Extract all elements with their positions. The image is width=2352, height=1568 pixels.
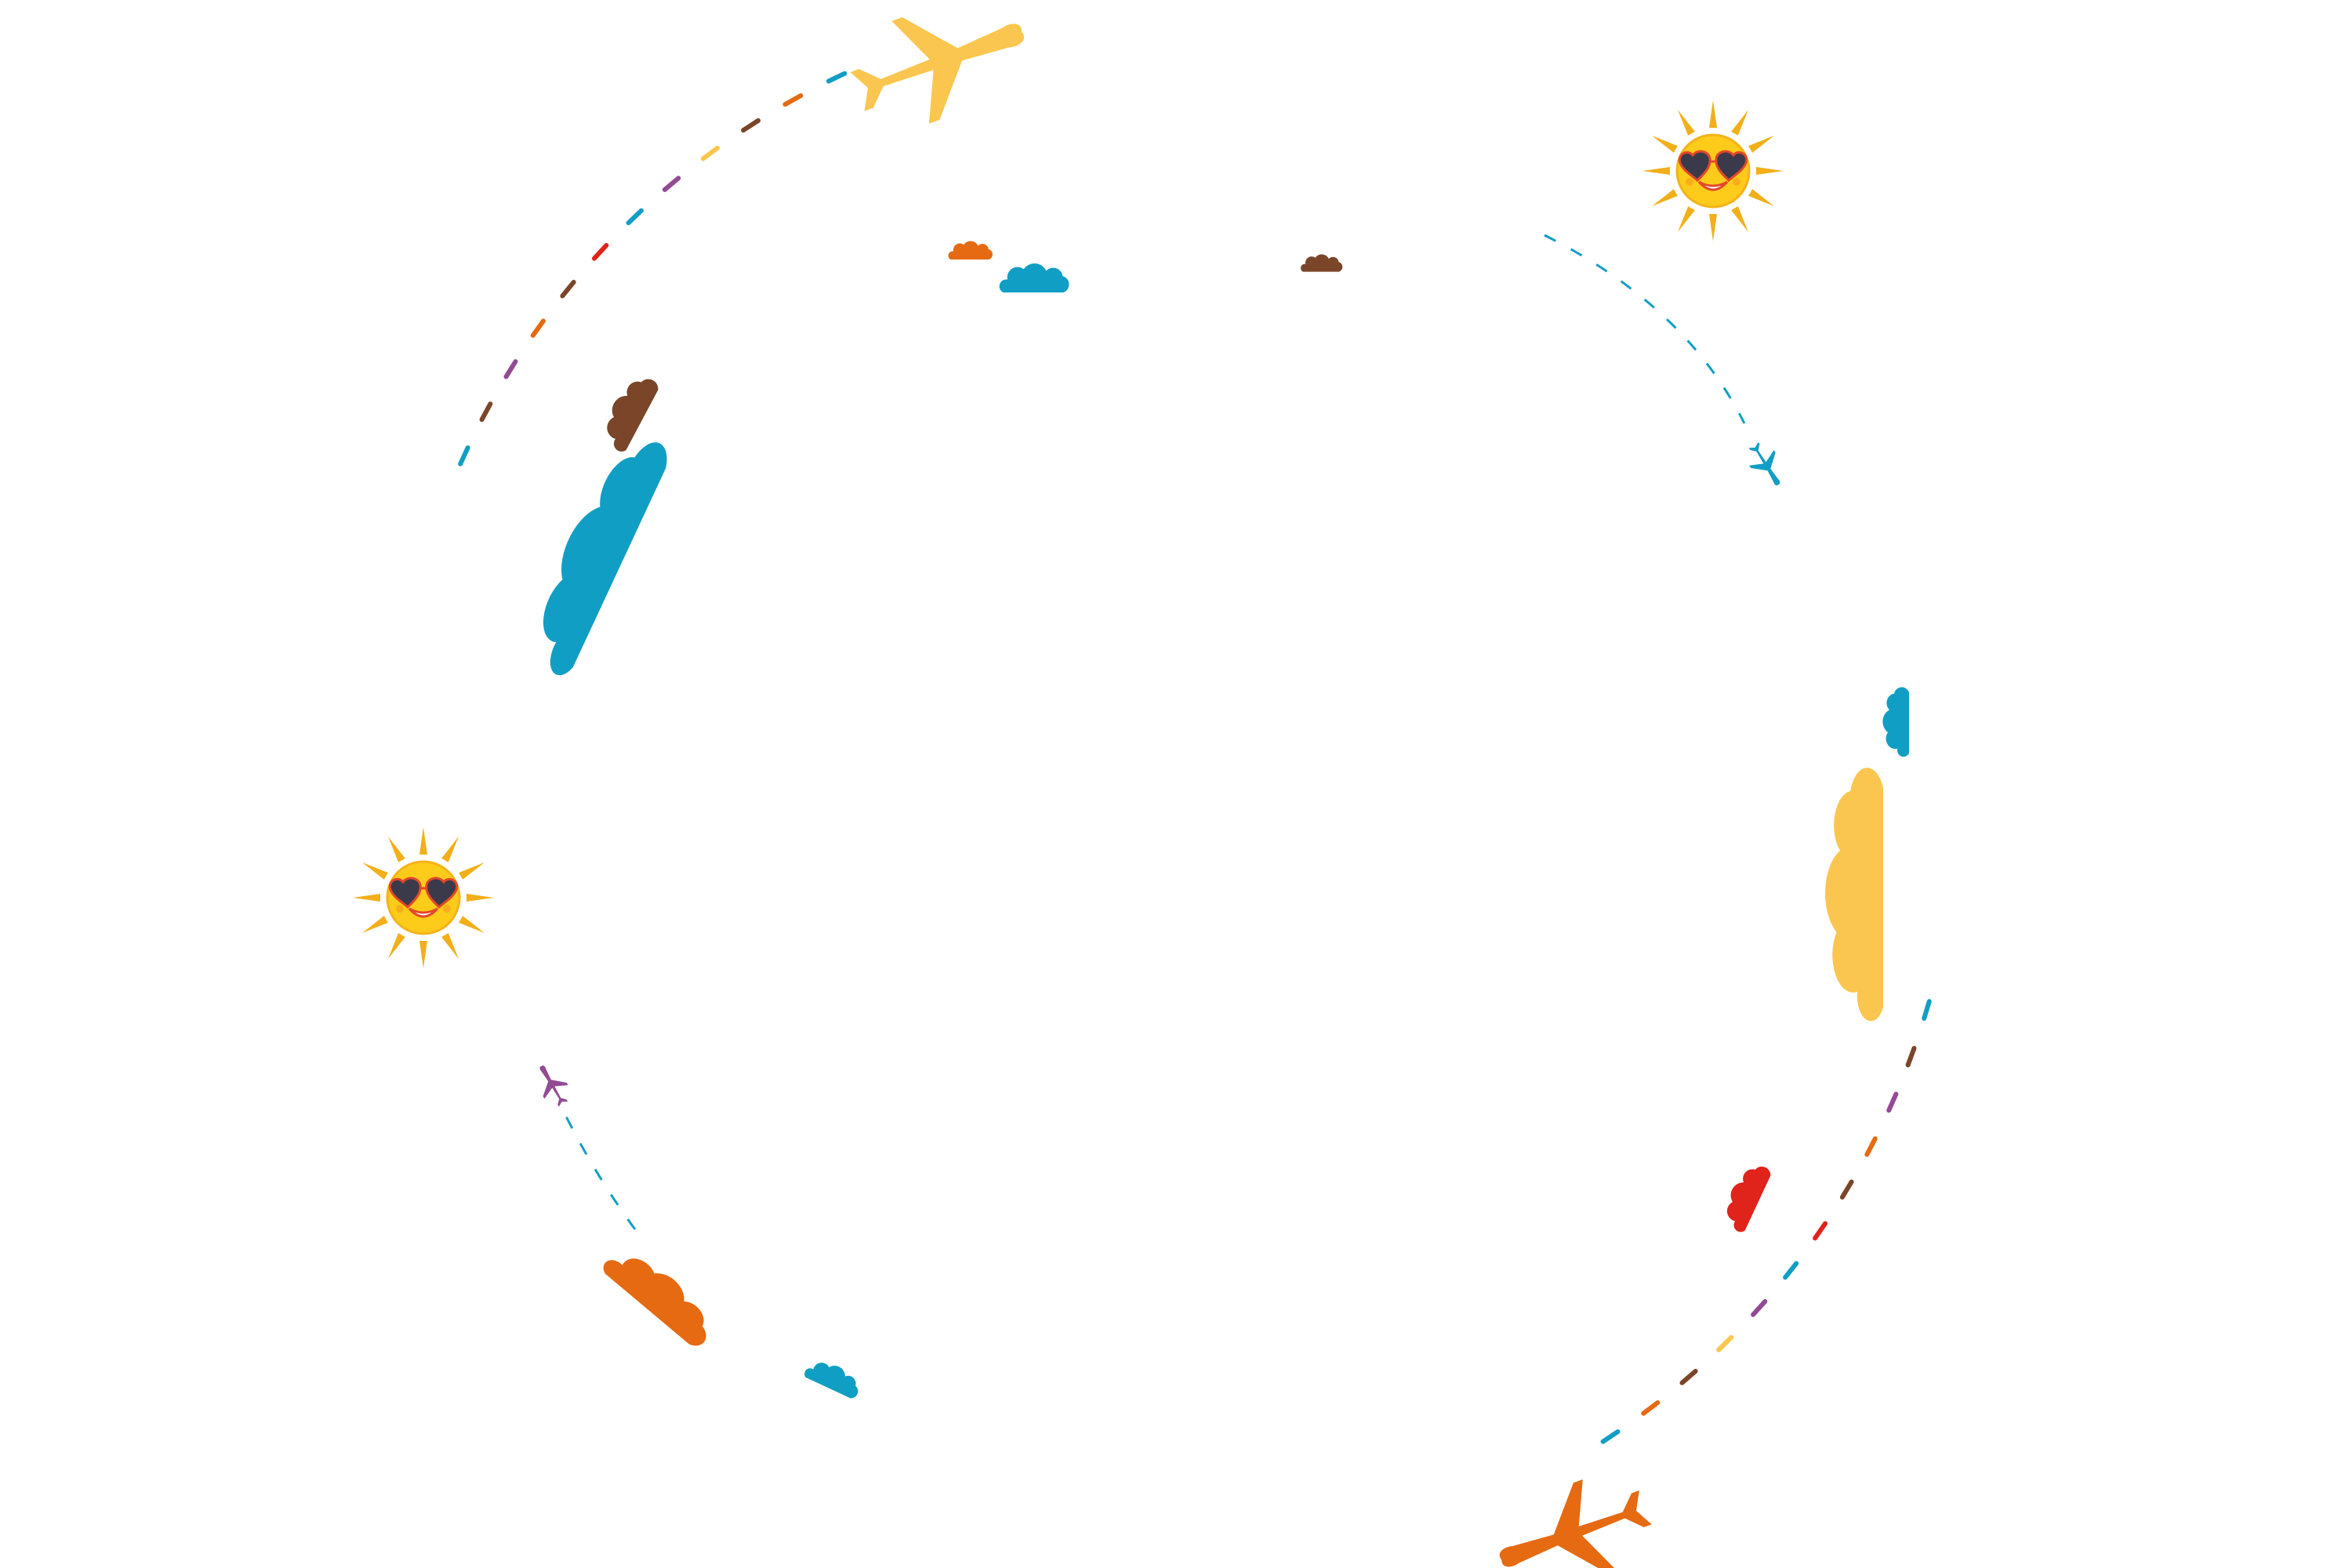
cloud-icon bbox=[514, 425, 674, 680]
flight-path-thin bbox=[563, 1112, 637, 1230]
flight-paths bbox=[458, 71, 1932, 1444]
flight-path-dash bbox=[1783, 1261, 1799, 1280]
flight-path-dash bbox=[530, 318, 546, 338]
cloud-icon bbox=[1825, 768, 1883, 1022]
flight-path-dash bbox=[1905, 1046, 1917, 1068]
flight-path-dash bbox=[1922, 999, 1932, 1021]
flight-path-dash bbox=[479, 401, 493, 423]
flight-path-thin bbox=[1544, 234, 1746, 424]
flight-path-dash bbox=[1716, 1334, 1734, 1352]
cloud-icon bbox=[1717, 1158, 1773, 1234]
flight-path-dash bbox=[700, 145, 720, 162]
flight-path-dash bbox=[826, 71, 848, 84]
flight-path-dash bbox=[1864, 1136, 1878, 1157]
flight-path-dash bbox=[560, 279, 576, 299]
flight-path-dash bbox=[503, 359, 518, 379]
cloud-icon bbox=[999, 263, 1069, 292]
flight-path-dash bbox=[458, 445, 470, 466]
flight-path-dash bbox=[662, 176, 681, 192]
airplane-icon bbox=[1740, 437, 1791, 493]
flight-path-dash bbox=[1679, 1369, 1698, 1385]
flight-path-dash bbox=[1886, 1091, 1899, 1113]
flight-path-dash bbox=[782, 93, 804, 107]
cloud-icon bbox=[803, 1354, 865, 1400]
cloud-icon bbox=[1301, 254, 1343, 272]
airplane-icon bbox=[1484, 1462, 1662, 1568]
flight-path-dash bbox=[1813, 1221, 1828, 1241]
cloud-icon bbox=[600, 1239, 723, 1351]
flight-path-dash bbox=[741, 118, 761, 133]
flight-path-dash bbox=[626, 208, 644, 226]
airplane-icon bbox=[529, 1059, 575, 1112]
sun-icon bbox=[1641, 99, 1785, 243]
flight-path-dash bbox=[1751, 1299, 1768, 1317]
flight-path-dash bbox=[592, 242, 609, 261]
sun-icon bbox=[351, 826, 495, 970]
cloud-icon bbox=[948, 241, 993, 260]
cloud-icon bbox=[1882, 687, 1909, 757]
flight-path-dash bbox=[1600, 1429, 1621, 1444]
airplane-icon bbox=[838, 0, 1041, 143]
cloud-icon bbox=[595, 368, 662, 454]
flight-path-dash bbox=[1641, 1400, 1661, 1416]
flight-path-dash bbox=[1839, 1179, 1854, 1200]
